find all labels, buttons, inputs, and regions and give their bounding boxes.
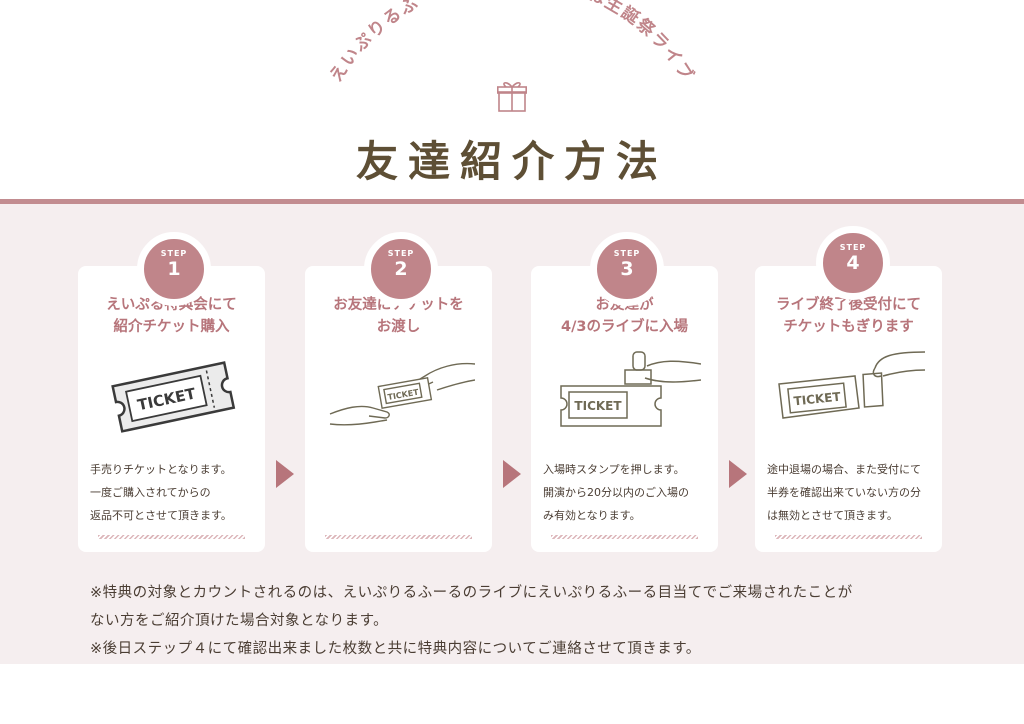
step-number: 1 — [167, 258, 181, 280]
ticket-tear-icon: TICKET — [778, 351, 925, 419]
page-title: 友達紹介方法 — [355, 137, 668, 186]
step-badge-2: STEP 2 — [364, 232, 438, 306]
decorative-stripe — [775, 535, 922, 539]
arrow-right-icon — [276, 460, 294, 488]
step-card-3: お友達が 4/3のライブに入場 TICKET 入場時スタンプを押します。 開演か… — [531, 266, 718, 552]
step-number: 4 — [846, 252, 860, 274]
step-card-4: ライブ終了後受付にて チケットもぎります TICKET 途中退場の場合、また受付… — [755, 266, 942, 552]
ticket-handover-icon: TICKET — [329, 362, 475, 426]
step-number: 2 — [394, 258, 408, 280]
note-line-2: ない方をご紹介頂けた場合対象となります。 — [90, 613, 389, 629]
step-label: STEP — [387, 249, 415, 258]
arrow-right-icon — [729, 460, 747, 488]
ticket-stamp-icon: TICKET — [560, 351, 701, 427]
event-subtitle: えいぷりるふーる１周年＆真夏ねね生誕祭ライブ — [326, 0, 696, 86]
step-card-2: お友達にチケットを お渡し TICKET — [305, 266, 492, 552]
decorative-stripe — [551, 535, 698, 539]
note-line-1: ※特典の対象とカウントされるのは、えいぷりるふーるのライブにえいぷりるふーる目当… — [90, 585, 853, 601]
ticket-text: TICKET — [574, 399, 622, 413]
step-badge-4: STEP 4 — [816, 226, 890, 300]
decorative-stripe — [325, 535, 472, 539]
gift-icon — [497, 82, 527, 112]
ticket-text: TICKET — [793, 389, 842, 408]
header: えいぷりるふーる１周年＆真夏ねね生誕祭ライブ 友達紹介方法 — [0, 0, 1024, 200]
ticket-icon: TICKET — [111, 361, 236, 433]
decorative-stripe — [98, 535, 245, 539]
step-label: STEP — [613, 249, 641, 258]
step-description: 途中退場の場合、また受付にて 半券を確認出来ていない方の分 は無効とさせて頂きま… — [767, 463, 921, 522]
step-badge-3: STEP 3 — [590, 232, 664, 306]
subtitle-arc: えいぷりるふーる１周年＆真夏ねね生誕祭ライブ — [326, 0, 698, 86]
step-description: 手売りチケットとなります。 一度ご購入されてからの 返品不可とさせて頂きます。 — [90, 463, 232, 522]
arrow-right-icon — [503, 460, 521, 488]
step-label: STEP — [160, 249, 188, 258]
divider — [0, 199, 1024, 204]
step-badge-1: STEP 1 — [137, 232, 211, 306]
note-line-3: ※後日ステップ４にて確認出来ました枚数と共に特典内容についてご連絡させて頂きます… — [90, 641, 701, 657]
step-title: ライブ終了後受付にて チケットもぎります — [776, 297, 921, 335]
step-description: 入場時スタンプを押します。 開演から20分以内のご入場の み有効となります。 — [543, 463, 689, 522]
step-label: STEP — [839, 243, 867, 252]
step-number: 3 — [620, 258, 634, 280]
step-card-1: えいぷる特典会にて 紹介チケット購入 TICKET 手売りチケットとなります。 … — [78, 266, 265, 552]
svg-text:えいぷりるふーる１周年＆真夏ねね生誕祭ライブ: えいぷりるふーる１周年＆真夏ねね生誕祭ライブ — [326, 0, 698, 86]
